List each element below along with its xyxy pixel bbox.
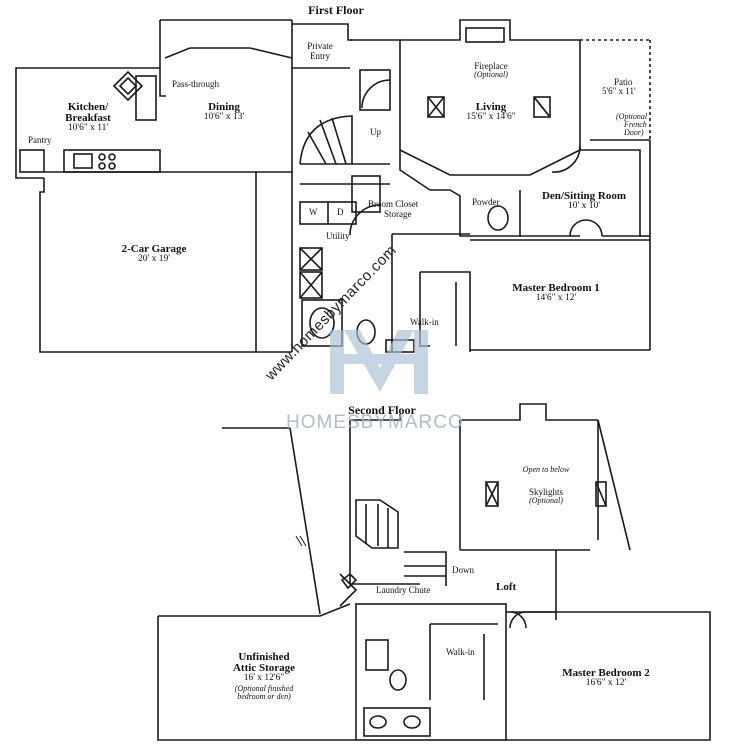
den-dims: 10' x 10': [568, 201, 600, 211]
den-name: Den/Sitting Room: [541, 190, 627, 202]
french-door-line1: (Optional: [616, 112, 648, 121]
patio-dims: 5'6" x 11': [602, 86, 636, 96]
pantry-label: Pantry: [28, 135, 52, 145]
skylights-optional: (Optional): [529, 496, 563, 505]
open-to-below-label: Open to below: [522, 465, 570, 474]
attic-name-line2: Attic Storage: [232, 662, 296, 674]
garage-dims: 20' x 19': [138, 254, 170, 264]
second-floor-walls: [157, 403, 711, 741]
powder-label: Powder: [472, 197, 500, 207]
kitchen-name-line1: Kitchen/: [67, 101, 109, 113]
attic-note-line1: (Optional finished: [234, 684, 294, 693]
living-name: Living: [475, 101, 507, 113]
french-door-line2: French: [624, 120, 647, 129]
watermark-brand: HOMESBYMARCO: [286, 412, 464, 433]
fireplace-label: Fireplace: [474, 61, 508, 71]
storage-label: Storage: [384, 209, 412, 219]
first-floor-title: First Floor: [308, 3, 364, 17]
watermark-logo: [330, 330, 428, 394]
walk-in-label-1: Walk-in: [410, 317, 439, 327]
master-bedroom-2-name: Master Bedroom 2: [562, 667, 650, 679]
fireplace-optional: (Optional): [474, 70, 508, 79]
master-bedroom-2-dims: 16'6" x 12': [585, 678, 627, 688]
french-door-line3: Door): [624, 128, 644, 137]
break-marks: [295, 535, 307, 547]
patio-name: Patio: [614, 77, 633, 87]
dining-name: Dining: [208, 101, 240, 113]
private-entry-line2: Entry: [310, 51, 330, 61]
loft-name: Loft: [496, 581, 517, 593]
skylights-label: Skylights: [528, 487, 564, 497]
attic-dims: 16' x 12'6": [243, 673, 285, 683]
dryer-label: D: [337, 207, 344, 217]
second-floor-title: Second Floor: [348, 403, 416, 417]
living-dims: 15'6" x 14'6": [466, 112, 516, 122]
stair-down-label: Down: [452, 565, 474, 575]
walk-in-label-2: Walk-in: [446, 647, 475, 657]
attic-note-line2: bedroom or den): [237, 692, 291, 701]
stair-up-label: Up: [370, 127, 381, 137]
master-bedroom-1-dims: 14'6" x 12': [535, 293, 577, 303]
washer-label: W: [309, 207, 318, 217]
garage-name: 2-Car Garage: [121, 243, 187, 255]
kitchen-dims: 10'6" x 11': [67, 123, 109, 133]
laundry-chute-label: Laundry Chute: [376, 585, 431, 595]
pass-through-label: Pass-through: [172, 79, 219, 89]
kitchen-name-line2: Breakfast: [65, 112, 111, 124]
broom-closet-label: Broom Closet: [368, 199, 419, 209]
private-entry-line1: Private: [307, 41, 333, 51]
first-floor-walls: [15, 19, 651, 353]
attic-name-line1: Unfinished: [238, 651, 290, 663]
master-bedroom-1-name: Master Bedroom 1: [512, 282, 600, 294]
dining-dims: 10'6" x 13': [203, 112, 245, 122]
utility-label: Utility: [326, 231, 350, 241]
